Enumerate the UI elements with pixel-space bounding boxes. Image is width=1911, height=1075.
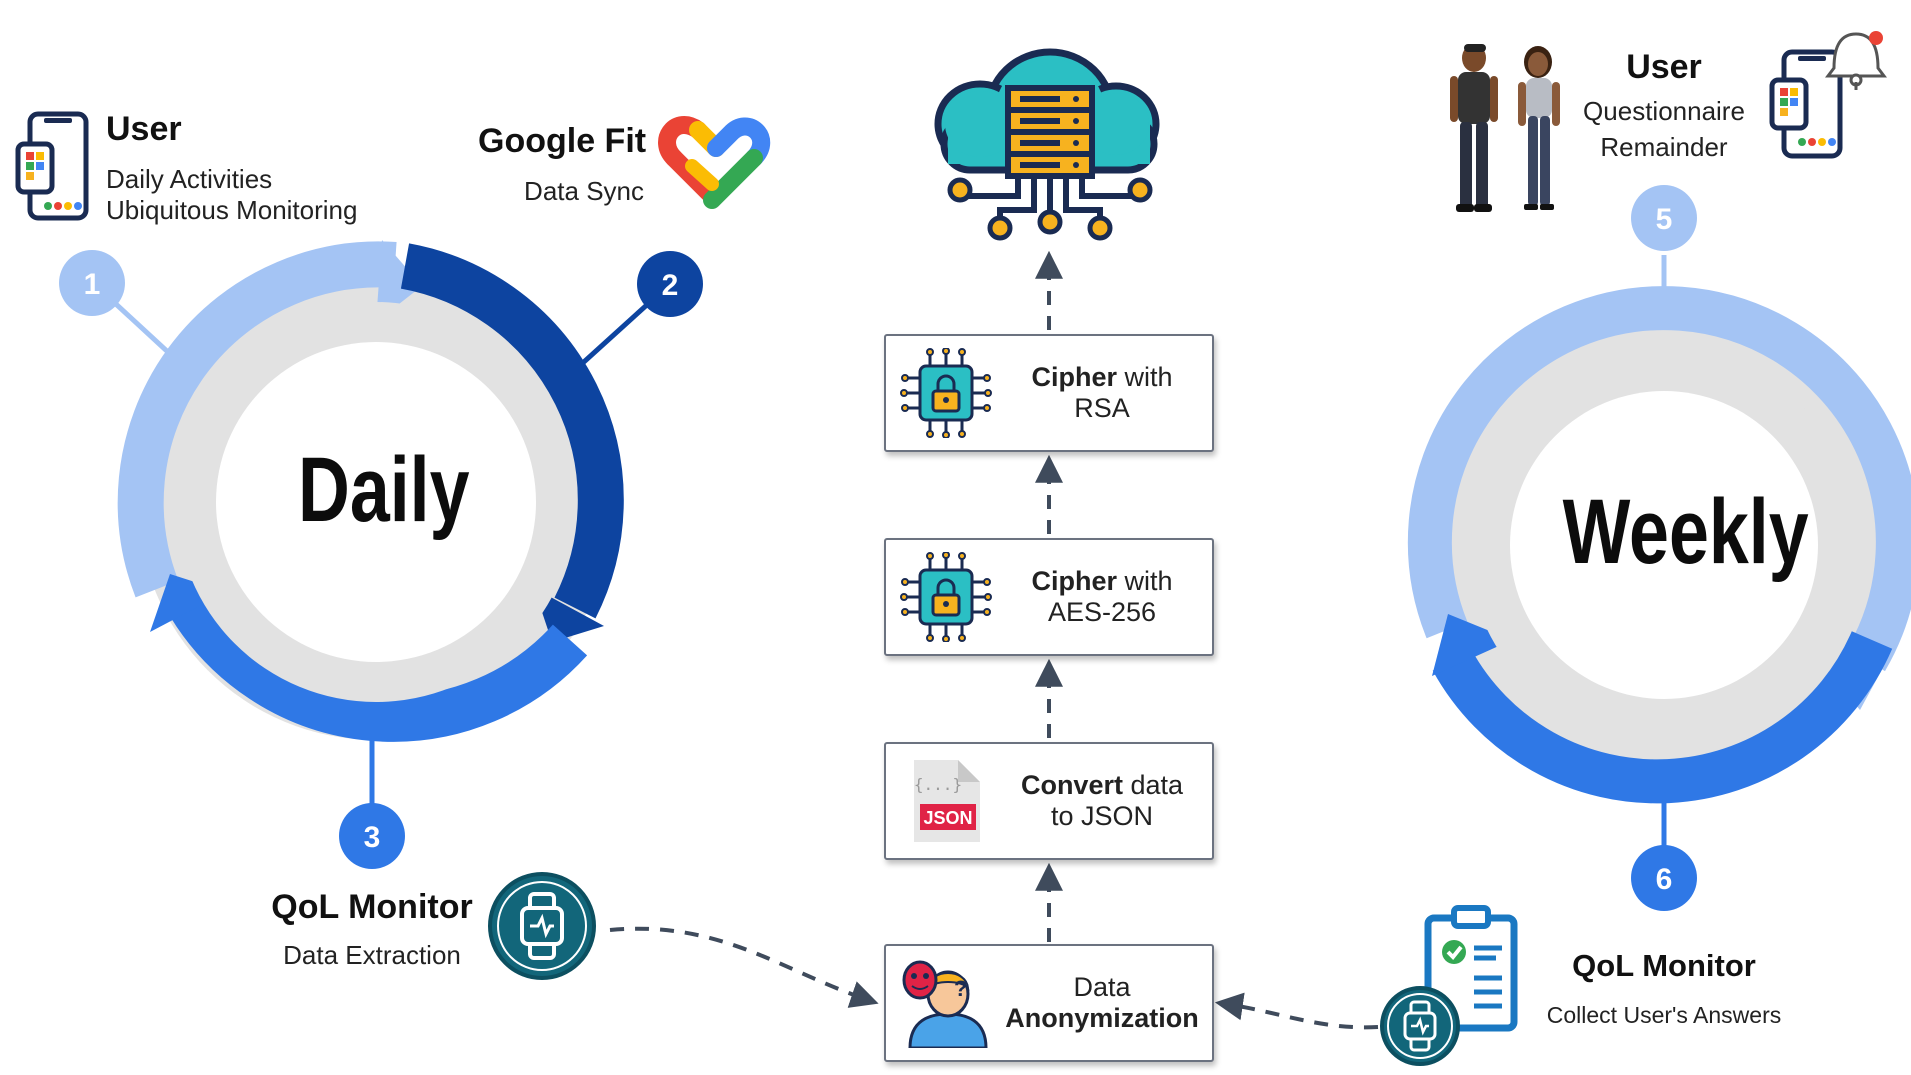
weekly-inner-disk (1510, 391, 1818, 699)
arrow-qol-daily-to-anon (609, 926, 879, 1008)
convert-bold: Convert (1020, 770, 1123, 800)
weekly-qol-title: QoL Monitor (1572, 948, 1756, 983)
cipher-aes-rest: with (1116, 566, 1173, 596)
daily-arrowhead-light (376, 240, 422, 322)
cipher-rsa-line2: RSA (1074, 393, 1130, 423)
users-icon (1450, 44, 1560, 212)
encryption-chip-icon (900, 348, 992, 438)
step-number-1: 1 (84, 268, 101, 301)
step-number-3: 3 (364, 821, 381, 854)
daily-arc-dark (400, 243, 624, 619)
daily-inner-disk (216, 342, 536, 662)
smartwatch-icon-weekly (1380, 986, 1460, 1066)
googlefit-sub: Data Sync (524, 176, 644, 206)
weekly-cycle: 5 6 (1407, 185, 1911, 911)
weekly-cycle-label: Weekly (1562, 481, 1809, 583)
box-cipher-rsa-text: Cipher with RSA (998, 336, 1206, 450)
cloud-server-icon (934, 48, 1160, 241)
box-cipher-rsa: Cipher with RSA (884, 334, 1214, 452)
cipher-rsa-bold: Cipher (1031, 362, 1117, 392)
weekly-arc-mid (1432, 631, 1893, 804)
daily-user-line1: Daily Activities (106, 164, 273, 194)
box-data-anonymization-text: Data Anonymization (998, 946, 1206, 1060)
json-label-text: JSON (923, 808, 972, 828)
checklist-clipboard-icon (1424, 905, 1518, 1032)
daily-cycle-label: Daily (298, 439, 470, 541)
step-badge-2 (637, 251, 703, 317)
anon-line2: Anonymization (1005, 1003, 1199, 1033)
daily-arc-mid (170, 592, 588, 742)
daily-qol-title: QoL Monitor (271, 888, 473, 926)
pipeline-arrows (609, 250, 1379, 1030)
svg-text:?: ? (954, 976, 967, 1001)
smartwatch-icon (488, 872, 596, 980)
json-file-icon: {...} JSON (914, 760, 980, 842)
encryption-chip-icon (900, 552, 992, 642)
weekly-user-line1: Questionnaire (1583, 96, 1745, 126)
arrow-qol-weekly-to-anon (1214, 992, 1379, 1030)
weekly-qol-sub: Collect User's Answers (1546, 1002, 1782, 1028)
daily-cycle: 1 2 3 (59, 240, 703, 869)
daily-qol-sub: Data Extraction (283, 940, 461, 970)
box-cipher-aes-text: Cipher with AES-256 (998, 540, 1206, 654)
step-badge-3 (339, 803, 405, 869)
box-convert-json: {...} JSON Convert data to JSON (884, 742, 1214, 860)
cipher-aes-line2: AES-256 (1047, 597, 1157, 627)
weekly-arc-light (1407, 286, 1911, 672)
daily-arc-light (117, 241, 397, 598)
step-badge-1 (59, 250, 125, 316)
step-badge-6 (1631, 845, 1697, 911)
cipher-aes-bold: Cipher (1031, 566, 1117, 596)
step-number-5: 5 (1656, 203, 1673, 236)
step-number-2: 2 (662, 269, 679, 302)
notification-bell-icon (1769, 31, 1887, 159)
box-cipher-aes: Cipher with AES-256 (884, 538, 1214, 656)
googlefit-title: Google Fit (478, 122, 647, 160)
daily-user-title: User (106, 110, 182, 148)
convert-rest: data (1122, 770, 1184, 800)
weekly-arrowhead-mid (1432, 614, 1512, 676)
step-badge-5 (1631, 185, 1697, 251)
cipher-rsa-rest: with (1116, 362, 1173, 392)
box-data-anonymization: ? Data Anonymization (884, 944, 1214, 1062)
step-number-6: 6 (1656, 863, 1673, 896)
anon-line1: Data (1073, 972, 1131, 1002)
weekly-user-title: User (1626, 48, 1702, 86)
convert-line2: to JSON (1050, 801, 1154, 831)
google-fit-heart-icon (658, 116, 771, 209)
json-braces-text: {...} (914, 775, 962, 794)
daily-user-line2: Ubiquitous Monitoring (106, 195, 358, 225)
weekly-user-line2: Remainder (1600, 132, 1728, 162)
box-convert-json-text: Convert data to JSON (998, 744, 1206, 858)
smartphone-watch-icon (15, 111, 89, 221)
anonymous-masks-icon: ? (902, 960, 988, 1048)
